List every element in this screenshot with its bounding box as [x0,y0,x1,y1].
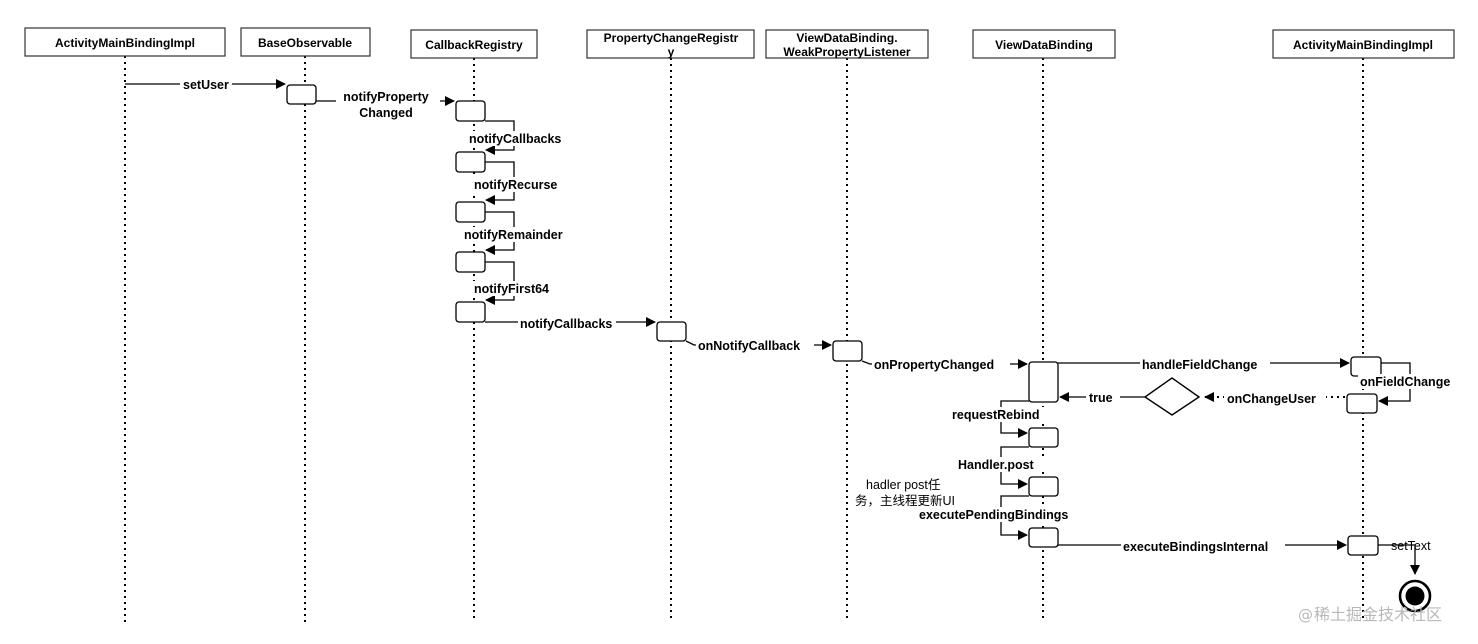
message-execute-pending-bindings-self: executePendingBindings [917,495,1085,540]
participant-base-observable: BaseObservable [240,27,371,57]
message-label: requestRebind [952,408,1040,422]
participant-label-line-2: WeakPropertyListener [783,45,910,59]
activation-property-change-registry [656,321,687,342]
message-label-line-1: notifyProperty [343,90,428,104]
message-set-user: setUser [125,77,286,92]
message-notify-callbacks-to-registry: notifyCallbacks [485,317,656,332]
message-notify-recurse-self: notifyRecurse [472,161,560,205]
participant-label: ActivityMainBindingImpl [1293,38,1433,52]
message-label: true [1089,391,1113,405]
message-label: executePendingBindings [919,508,1068,522]
message-execute-bindings-internal: executeBindingsInternal [1058,539,1347,554]
end-node [1398,579,1432,613]
message-label: notifyRecurse [474,178,557,192]
activation-callback-registry-1 [455,100,486,122]
note-handler-post: hadler post任 务，主线程更新UI [855,478,955,508]
message-label: onChangeUser [1227,392,1316,406]
participant-callback-registry: CallbackRegistry [410,29,538,59]
activation-impl-on-change-user [1346,393,1378,414]
message-label: notifyRemainder [464,228,563,242]
activation-view-data-binding-rebind [1028,427,1059,448]
message-label: onPropertyChanged [874,358,994,372]
message-notify-remainder-self: notifyRemainder [462,211,568,255]
message-on-field-change-self: onFieldChange [1358,362,1458,406]
message-true-branch: true [1059,391,1145,406]
message-label: setUser [183,78,229,92]
participant-label: BaseObservable [258,36,352,50]
message-notify-property-changed: notifyProperty Changed [316,89,455,120]
message-label: onNotifyCallback [698,339,800,353]
activations [286,84,1382,556]
activation-callback-registry-4 [455,251,486,273]
message-handler-post-self: Handler.post [956,446,1046,489]
participant-label: CallbackRegistry [425,38,523,52]
decision-diamond [1143,377,1201,416]
participant-label-line-2: y [668,45,675,59]
message-label: executeBindingsInternal [1123,540,1268,554]
activation-callback-registry-5 [455,301,486,323]
message-label: Handler.post [958,458,1035,472]
participant-activity-main-binding-impl: ActivityMainBindingImpl [24,27,226,57]
participant-label: ActivityMainBindingImpl [55,36,195,50]
activation-view-data-binding-main [1028,361,1059,403]
message-label: notifyCallbacks [520,317,612,331]
message-label: setText [1391,539,1431,553]
activation-callback-registry-2 [455,151,486,173]
note-line-2: 务，主线程更新UI [855,493,955,508]
activation-weak-property-listener [832,340,863,362]
message-set-text: setText [1378,539,1431,575]
message-on-property-changed: onPropertyChanged [861,357,1028,372]
activation-view-data-binding-post [1028,476,1059,497]
message-label: onFieldChange [1360,375,1450,389]
watermark-text: 稀土掘金技术社区 [1314,605,1442,624]
participant-weak-property-listener: ViewDataBinding. WeakPropertyListener [765,29,929,59]
activation-impl-field-change [1350,356,1382,377]
message-label: notifyCallbacks [469,132,561,146]
watermark: @ 稀土掘金技术社区 [1298,605,1442,624]
message-on-notify-callback: onNotifyCallback [685,338,832,353]
watermark-at: @ [1298,606,1313,624]
activation-base-observable [286,84,317,105]
message-on-change-user-return: onChangeUser [1204,391,1345,406]
activation-impl-bindings-internal [1347,535,1379,556]
activation-view-data-binding-execute [1028,527,1059,548]
message-notify-callbacks-self: notifyCallbacks [468,120,562,155]
participant-label-line-1: ViewDataBinding. [796,31,897,45]
message-notify-first64-self: notifyFirst64 [472,261,556,305]
message-request-rebind-self: requestRebind [950,400,1050,438]
participant-view-data-binding: ViewDataBinding [972,29,1116,59]
activation-callback-registry-3 [455,201,486,223]
message-label-line-2: Changed [359,106,412,120]
note-line-1: hadler post任 [866,478,940,492]
participant-label: ViewDataBinding [995,38,1093,52]
message-label: notifyFirst64 [474,282,549,296]
end-node-core [1405,586,1425,606]
participant-activity-main-binding-impl-2: ActivityMainBindingImpl [1272,29,1455,59]
participant-property-change-registry: PropertyChangeRegistr y [586,29,755,59]
decision-node [1143,377,1201,416]
participant-label-line-1: PropertyChangeRegistr [604,31,739,45]
message-label: handleFieldChange [1142,358,1257,372]
message-handle-field-change: handleFieldChange [1058,357,1350,372]
